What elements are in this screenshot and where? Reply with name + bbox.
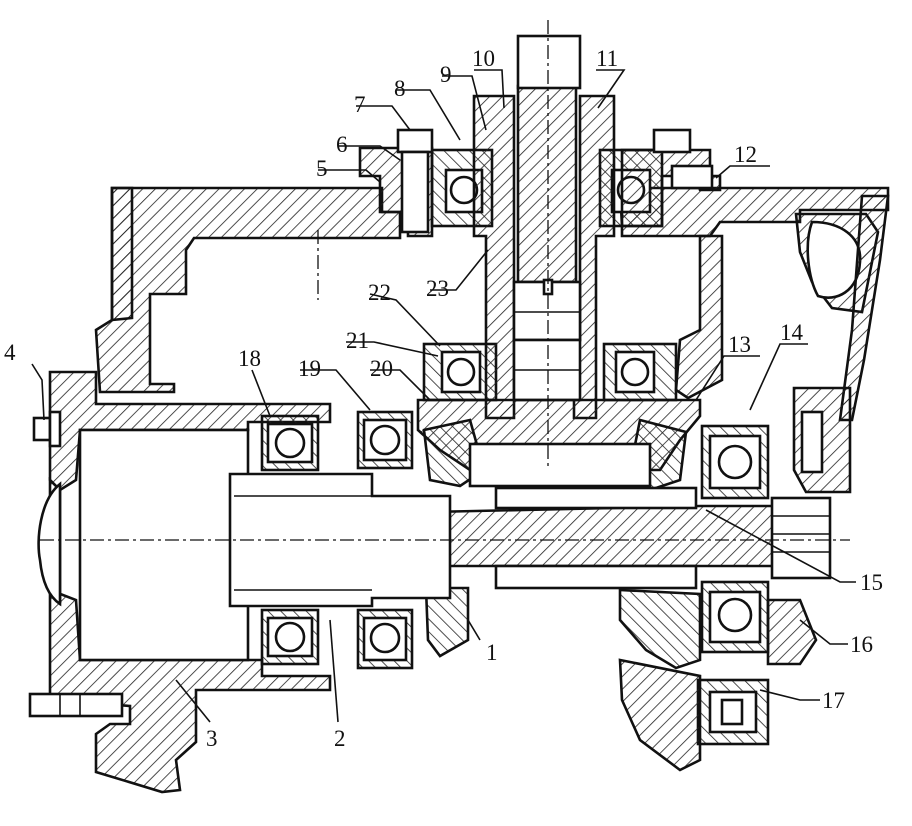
- bearing-18-lower: [260, 608, 320, 666]
- bevel-gear: [416, 398, 702, 492]
- leader-lines: [31, 69, 856, 723]
- callout-6: 6: [336, 132, 348, 157]
- bearing-13: [602, 342, 678, 402]
- callout-4: 4: [4, 340, 16, 365]
- bearing-17: [696, 678, 770, 746]
- callout-15: 15: [860, 570, 883, 595]
- right-wall: [838, 194, 890, 422]
- callout-17: 17: [822, 688, 845, 713]
- callout-20: 20: [370, 356, 393, 381]
- lower-bolt: [28, 692, 124, 718]
- bearing-14-upper: [700, 424, 770, 500]
- callout-7: 7: [354, 92, 366, 117]
- top-cover: [358, 128, 722, 238]
- callout-23: 23: [426, 276, 449, 301]
- bearing-19-lower: [356, 608, 414, 670]
- callout-19: 19: [298, 356, 321, 381]
- callout-18: 18: [238, 346, 261, 371]
- callout-12: 12: [734, 142, 757, 167]
- callout-22: 22: [368, 280, 391, 305]
- callout-1: 1: [486, 640, 498, 665]
- output-shaft: [423, 486, 776, 670]
- callout-8: 8: [394, 76, 406, 101]
- callout-3: 3: [206, 726, 218, 751]
- callout-14: 14: [780, 320, 804, 345]
- bearing-19-upper: [356, 410, 414, 470]
- callout-9: 9: [440, 62, 452, 87]
- bearing-14-lower: [700, 580, 770, 654]
- callout-11: 11: [596, 46, 618, 71]
- callout-5: 5: [316, 156, 328, 181]
- vertical-shaft: [472, 34, 616, 420]
- callout-labels: 1 2 3 4 5 6 7 8 9 10 11 12 13 14 15 16 1…: [4, 46, 883, 751]
- left-end-housing: [37, 370, 332, 794]
- bearing-21: [422, 342, 498, 402]
- bearing-18-upper: [260, 414, 320, 472]
- callout-16: 16: [850, 632, 873, 657]
- callout-10: 10: [472, 46, 495, 71]
- callout-21: 21: [346, 328, 369, 353]
- callout-13: 13: [728, 332, 751, 357]
- bolt-4: [32, 410, 62, 448]
- lower-right-housing: [618, 386, 852, 772]
- callout-2: 2: [334, 726, 346, 751]
